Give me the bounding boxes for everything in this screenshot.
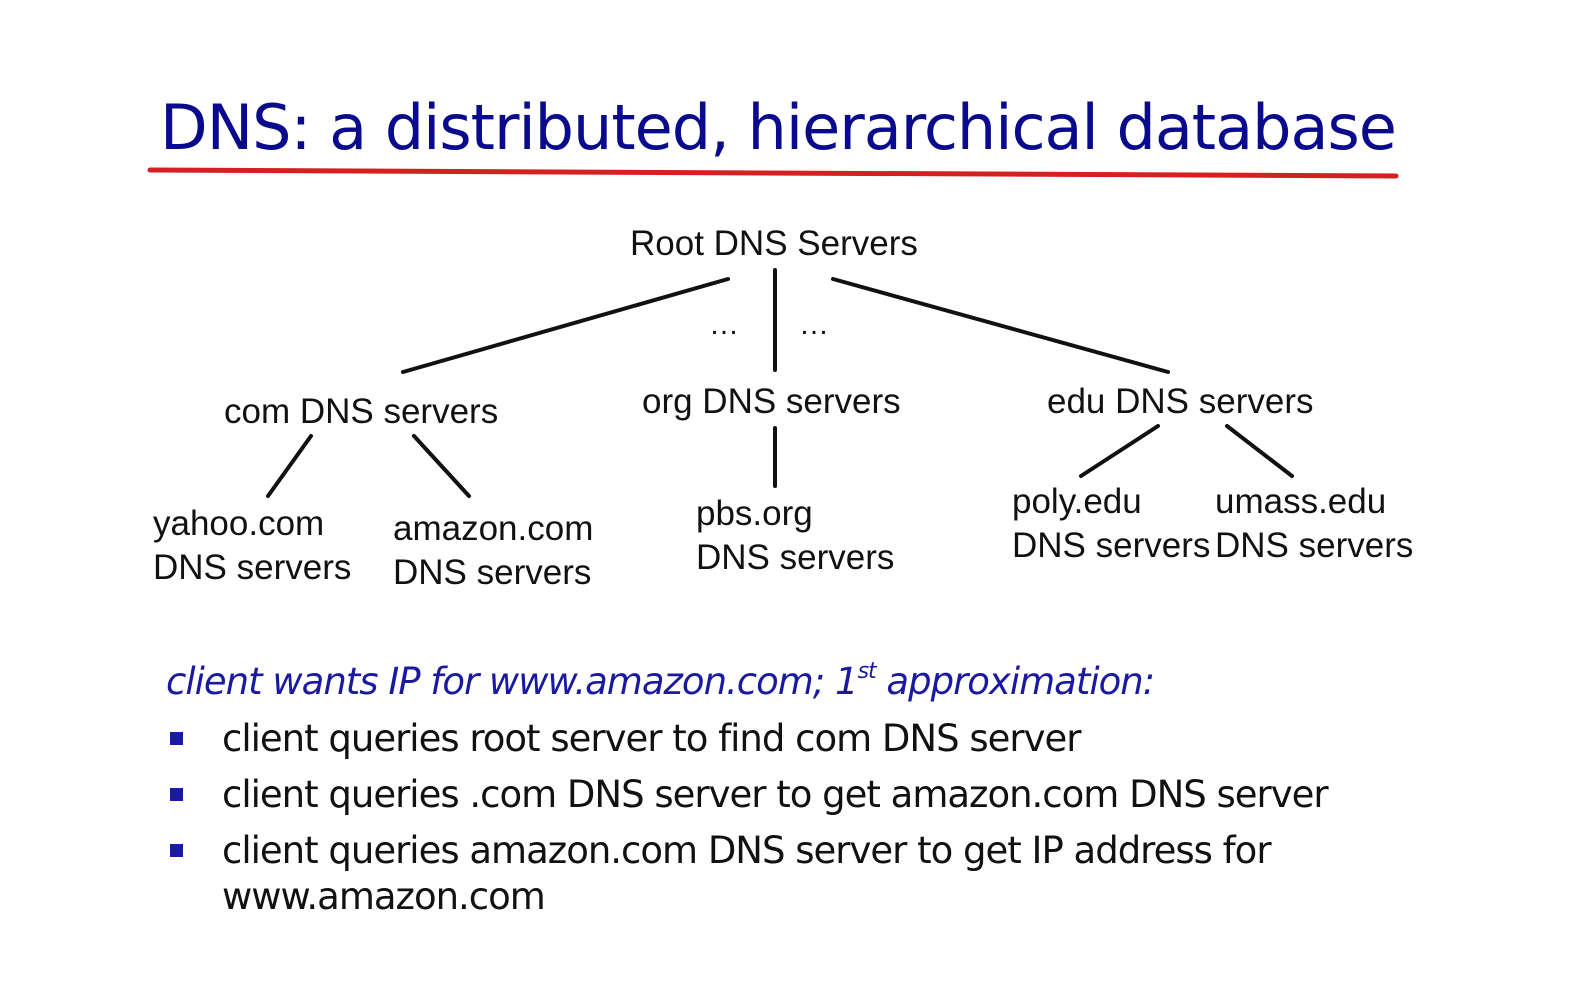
title-underline bbox=[147, 166, 1399, 179]
umass-domain: umass.edu bbox=[1215, 482, 1387, 521]
org-dns-servers-label: org DNS servers bbox=[642, 382, 901, 421]
list-item: client queries root server to find com D… bbox=[166, 716, 1442, 762]
list-item: client queries .com DNS server to get am… bbox=[166, 772, 1442, 818]
amazon-dns-servers-text: DNS servers bbox=[393, 553, 592, 592]
edu-to-poly-line bbox=[1079, 424, 1160, 478]
approximation-text-end: approximation: bbox=[875, 660, 1155, 703]
root-to-com-line bbox=[401, 277, 730, 374]
com-to-amazon-line bbox=[412, 434, 471, 498]
umass-dns-servers-label: umass.edu DNS servers bbox=[1215, 480, 1413, 568]
bullet-square-icon bbox=[170, 732, 183, 745]
ellipsis-left: … bbox=[709, 308, 739, 341]
com-dns-servers-label: com DNS servers bbox=[224, 392, 499, 431]
steps-list: client queries root server to find com D… bbox=[166, 716, 1442, 930]
root-to-edu-line bbox=[831, 277, 1170, 374]
bullet-square-icon bbox=[170, 788, 183, 801]
bullet-square-icon bbox=[170, 844, 183, 857]
amazon-dns-servers-label: amazon.com DNS servers bbox=[393, 507, 593, 595]
poly-dns-servers-label: poly.edu DNS servers bbox=[1012, 480, 1210, 568]
edu-dns-servers-label: edu DNS servers bbox=[1047, 382, 1314, 421]
bullet-text: client queries amazon.com DNS server to … bbox=[222, 829, 1272, 918]
pbs-dns-servers-label: pbs.org DNS servers bbox=[696, 492, 894, 580]
edu-to-umass-line bbox=[1225, 424, 1294, 478]
slide-title: DNS: a distributed, hierarchical databas… bbox=[160, 91, 1397, 164]
bullet-text: client queries .com DNS server to get am… bbox=[222, 773, 1329, 816]
approximation-text-start: client wants IP for www.amazon.com; 1 bbox=[166, 660, 859, 703]
poly-domain: poly.edu bbox=[1012, 482, 1142, 521]
root-dns-servers-label: Root DNS Servers bbox=[630, 224, 918, 263]
poly-dns-servers-text: DNS servers bbox=[1012, 526, 1211, 565]
approximation-heading: client wants IP for www.amazon.com; 1st … bbox=[166, 656, 1155, 708]
pbs-dns-servers-text: DNS servers bbox=[696, 538, 895, 577]
pbs-domain: pbs.org bbox=[696, 494, 813, 533]
ellipsis-right: … bbox=[799, 308, 829, 341]
amazon-domain: amazon.com bbox=[393, 509, 594, 548]
yahoo-dns-servers-text: DNS servers bbox=[153, 548, 352, 587]
yahoo-dns-servers-label: yahoo.com DNS servers bbox=[153, 502, 351, 590]
list-item: client queries amazon.com DNS server to … bbox=[166, 828, 1442, 920]
bullet-text: client queries root server to find com D… bbox=[222, 717, 1081, 760]
com-to-yahoo-line bbox=[266, 434, 313, 498]
yahoo-domain: yahoo.com bbox=[153, 504, 325, 543]
umass-dns-servers-text: DNS servers bbox=[1215, 526, 1414, 565]
approximation-ordinal: st bbox=[857, 659, 877, 684]
